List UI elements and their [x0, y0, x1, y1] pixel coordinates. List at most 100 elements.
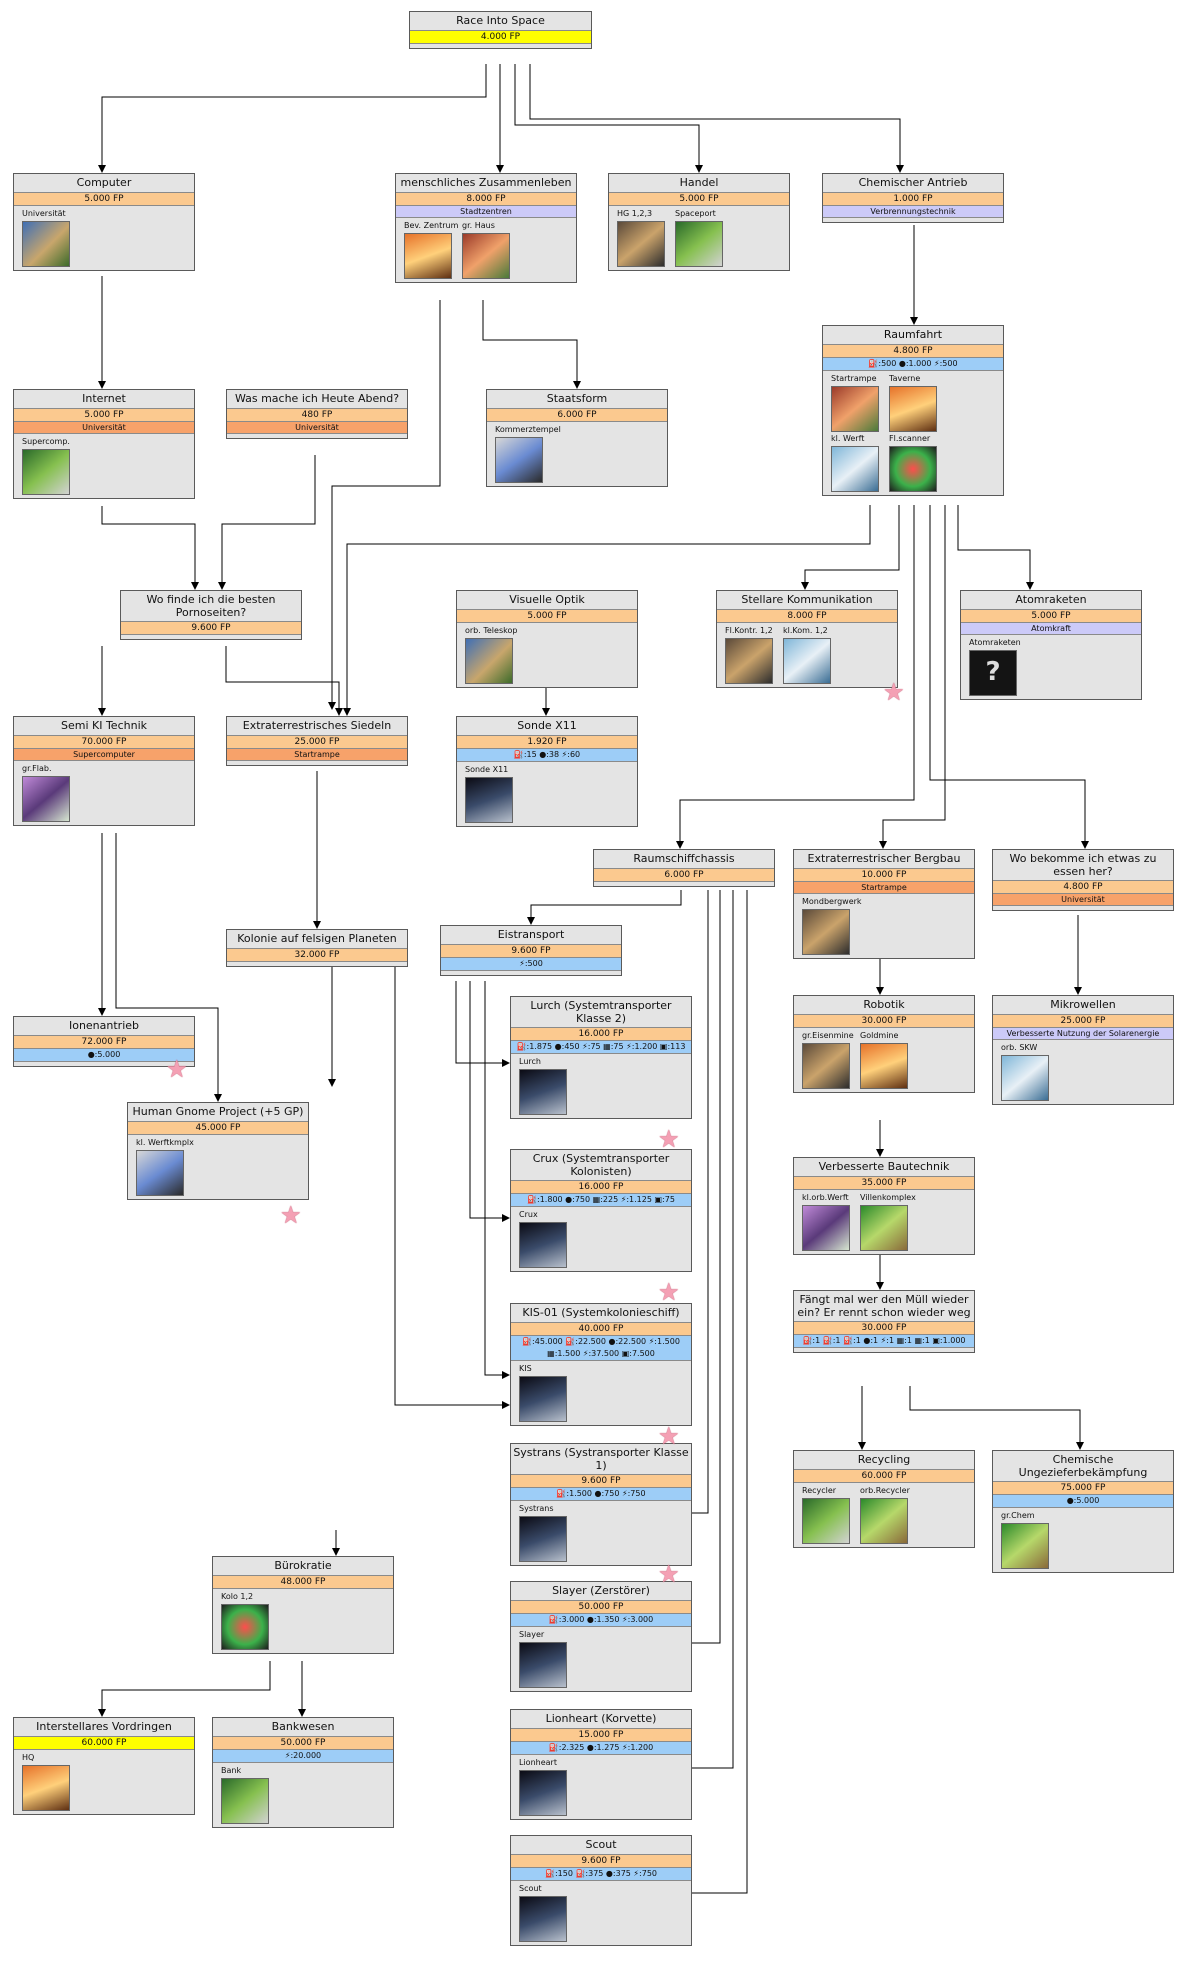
unlock-item[interactable]: Fl.Kontr. 1,2: [725, 626, 777, 684]
dependency-arrow: [529, 64, 904, 173]
unlock-item[interactable]: kl.orb.Werft: [802, 1193, 854, 1251]
unlock-item[interactable]: Crux: [519, 1210, 571, 1268]
unlock-item[interactable]: Sonde X11: [465, 765, 517, 823]
unlock-item[interactable]: Kommerztempel: [495, 425, 561, 483]
tech-node-muell[interactable]: Fängt mal wer den Müll wieder ein? Er re…: [793, 1290, 975, 1353]
tech-node-systrans[interactable]: Systrans (Systransporter Klasse 1)9.600 …: [510, 1443, 692, 1566]
tech-node-crux[interactable]: Crux (Systemtransporter Kolonisten)16.00…: [510, 1149, 692, 1272]
unlock-item[interactable]: Universität: [22, 209, 74, 267]
unlock-item[interactable]: kl.Kom. 1,2: [783, 626, 835, 684]
unlock-item[interactable]: Villenkomplex: [860, 1193, 916, 1251]
unlock-item[interactable]: gr.Flab.: [22, 764, 74, 822]
tech-title: menschliches Zusammenleben: [400, 176, 572, 189]
unlock-label: gr. Haus: [462, 220, 495, 230]
dependency-arrow: [98, 1661, 271, 1717]
unlock-item[interactable]: Slayer: [519, 1630, 571, 1688]
unlock-item[interactable]: orb. Teleskop: [465, 626, 517, 684]
unlock-item[interactable]: KIS: [519, 1364, 571, 1422]
unlock-thumbnail-icon: [617, 220, 665, 267]
tech-node-kis[interactable]: KIS-01 (Systemkolonieschiff)40.000 FP⛽:4…: [510, 1303, 692, 1426]
unlock-item[interactable]: orb.Recycler: [860, 1486, 912, 1544]
tech-cost: 9.600 FP: [441, 943, 621, 957]
tech-cost: 5.000 FP: [457, 608, 637, 622]
unlock-item[interactable]: HQ: [22, 1753, 74, 1811]
unlock-item[interactable]: kl. Werft: [831, 434, 883, 492]
unlock-item[interactable]: Startrampe: [831, 374, 883, 432]
dependency-arrow: [484, 981, 510, 1379]
unlock-item[interactable]: Mondbergwerk: [802, 897, 862, 955]
tech-stats: ●:5.000: [14, 1047, 194, 1061]
unlock-item[interactable]: kl. Werftkmplx: [136, 1138, 194, 1196]
tech-cost: 30.000 FP: [794, 1013, 974, 1027]
unlock-item[interactable]: HG 1,2,3: [617, 209, 669, 267]
tech-node-porno[interactable]: Wo finde ich die besten Pornoseiten?9.60…: [120, 590, 302, 640]
tech-title: Kolonie auf felsigen Planeten: [237, 932, 397, 945]
dependency-arrow: [957, 505, 1034, 590]
unlock-item[interactable]: Scout: [519, 1884, 571, 1942]
tech-title: Lurch (Systemtransporter Klasse 2): [530, 999, 672, 1025]
unlock-thumbnail-icon: [519, 1895, 567, 1942]
tech-title: Fängt mal wer den Müll wieder ein? Er re…: [797, 1293, 971, 1319]
tech-node-lionheart[interactable]: Lionheart (Korvette)15.000 FP⛽:2.325 ●:1…: [510, 1709, 692, 1820]
unlock-item[interactable]: Lurch: [519, 1057, 571, 1115]
unlock-item[interactable]: Recycler: [802, 1486, 854, 1544]
unlock-item[interactable]: gr.Eisenmine: [802, 1031, 854, 1089]
unlock-item[interactable]: gr.Chem: [1001, 1511, 1053, 1569]
unlock-label: Fl.Kontr. 1,2: [725, 625, 773, 635]
unlock-item[interactable]: Goldmine: [860, 1031, 912, 1089]
star-icon: ★: [658, 1422, 680, 1450]
tech-node-slayer[interactable]: Slayer (Zerstörer)50.000 FP⛽:3.000 ●:1.3…: [510, 1581, 692, 1692]
unlock-item[interactable]: Bev. Zentrum: [404, 221, 458, 279]
unlock-item[interactable]: Systrans: [519, 1504, 571, 1562]
tech-unlocks: Fl.Kontr. 1,2 kl.Kom. 1,2: [717, 621, 897, 687]
tech-unlocks: gr.Chem: [993, 1507, 1173, 1572]
tech-node-essen[interactable]: Wo bekomme ich etwas zu essen her?4.800 …: [992, 849, 1174, 911]
tech-unlocks: Bank: [213, 1761, 393, 1827]
tech-cost: 480 FP: [227, 407, 407, 421]
unlock-item[interactable]: Supercomp.: [22, 437, 74, 495]
unlock-item[interactable]: Fl.scanner: [889, 434, 941, 492]
tech-node-lurch[interactable]: Lurch (Systemtransporter Klasse 2)16.000…: [510, 996, 692, 1119]
unlock-item[interactable]: orb. SKW: [1001, 1043, 1053, 1101]
unlock-item[interactable]: Spaceport: [675, 209, 727, 267]
unlock-item[interactable]: Lionheart: [519, 1758, 571, 1816]
unlock-item[interactable]: Atomraketen?: [969, 638, 1021, 696]
unlock-item[interactable]: Kolo 1,2: [221, 1592, 273, 1650]
unlock-thumbnail-icon: [783, 637, 831, 684]
unlock-item[interactable]: Taverne: [889, 374, 941, 432]
unlock-item[interactable]: Bank: [221, 1766, 273, 1824]
unlock-item[interactable]: gr. Haus: [462, 221, 514, 279]
